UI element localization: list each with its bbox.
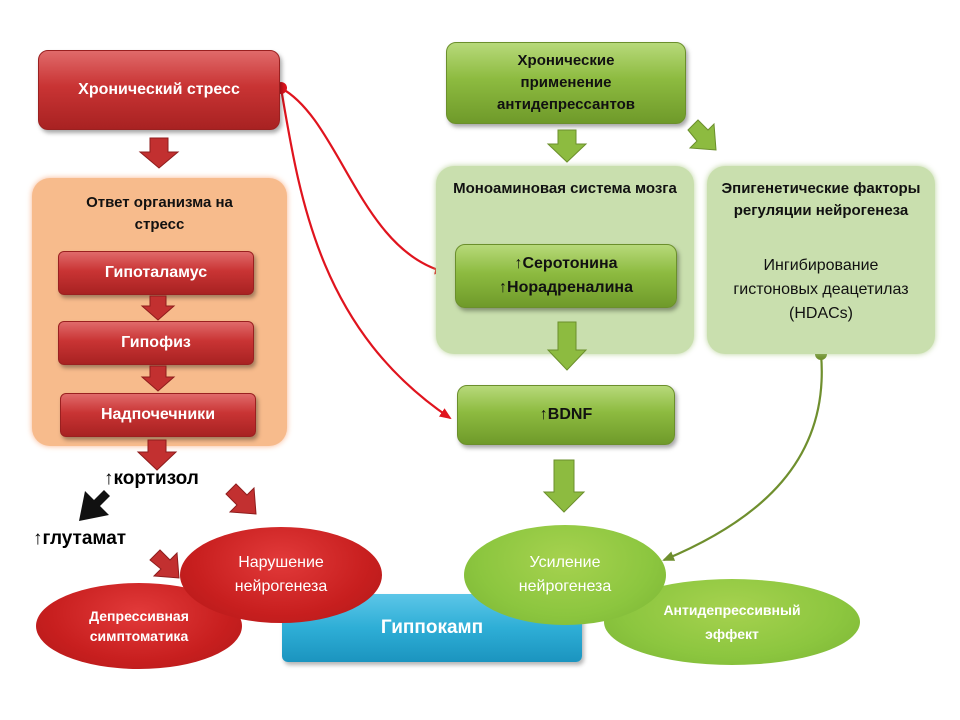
chronic-stress-label: Хронический стресс xyxy=(78,81,240,98)
arrow-stress-to-response xyxy=(138,137,180,169)
stress-to-monoamine-connector xyxy=(280,87,447,275)
arrow-pituitary-to-adrenals xyxy=(140,365,176,392)
enhanced-neurogenesis-label: Усиление нейрогенеза xyxy=(518,554,612,595)
antidepressant-effect-label: Антидепрессивный эффект xyxy=(663,602,801,642)
noradrenaline-label: ↑Норадреналина xyxy=(499,279,633,296)
arrow-antidepressant-to-epigenetic xyxy=(687,119,717,151)
serotonin-noradrenaline-box: ↑Серотонина ↑Норадреналина xyxy=(455,244,677,308)
adrenals-label: Надпочечники xyxy=(100,406,216,423)
chronic-stress-box: Хронический стресс xyxy=(38,50,280,130)
chronic-antidepressant-label: Хронические применение антидепрессантов xyxy=(496,52,635,113)
bdnf-box: ↑BDNF xyxy=(457,385,675,445)
impaired-neurogenesis-label: Нарушение нейрогенеза xyxy=(234,554,328,595)
bdnf-label: ↑BDNF xyxy=(539,406,593,423)
depressive-symptoms-label: Депрессивная симптоматика xyxy=(89,608,189,644)
enhanced-neurogenesis-ellipse: Усиление нейрогенеза xyxy=(464,525,666,625)
arrow-adrenals-to-cortisol xyxy=(136,439,178,471)
impaired-neurogenesis-ellipse: Нарушение нейрогенеза xyxy=(180,527,382,623)
chronic-antidepressant-box: Хронические применение антидепрессантов xyxy=(446,42,686,124)
serotonin-label: ↑Серотонина xyxy=(514,255,618,272)
arrow-glutamate-to-impaired-neurogenesis xyxy=(149,549,180,579)
epigenetic-title: Эпигенетические факторы регуляции нейрог… xyxy=(721,180,921,219)
hdac-text: Ингибирование гистоновых деацетилаз (HDA… xyxy=(733,257,909,322)
monoamine-title: Моноаминовая система мозга xyxy=(453,180,677,197)
arrow-bdnf-to-enhanced-neurogenesis xyxy=(542,459,586,513)
stress-response-title: Ответ организма на стресс xyxy=(86,194,233,233)
epigenetic-panel: Эпигенетические факторы регуляции нейрог… xyxy=(707,166,935,354)
cortisol-label: ↑кортизол xyxy=(104,468,199,489)
epigenetic-to-neurogenesis-connector xyxy=(662,353,823,562)
pituitary-label: Гипофиз xyxy=(121,334,191,351)
pituitary-box: Гипофиз xyxy=(58,321,254,365)
hypothalamus-label: Гипоталамус xyxy=(104,264,208,281)
hippocampus-label: Гиппокамп xyxy=(380,617,484,638)
adrenals-box: Надпочечники xyxy=(60,393,256,437)
arrow-hypothalamus-to-pituitary xyxy=(140,295,176,321)
arrow-cortisol-to-impaired-neurogenesis xyxy=(225,483,257,515)
arrow-cortisol-to-glutamate xyxy=(79,490,110,521)
hypothalamus-box: Гипоталамус xyxy=(58,251,254,295)
arrow-monoamine-to-bdnf xyxy=(546,321,588,371)
arrow-antidepressant-to-monoamine xyxy=(546,129,588,163)
glutamate-label: ↑глутамат xyxy=(33,528,127,549)
stress-to-bdnf-connector xyxy=(279,87,452,420)
